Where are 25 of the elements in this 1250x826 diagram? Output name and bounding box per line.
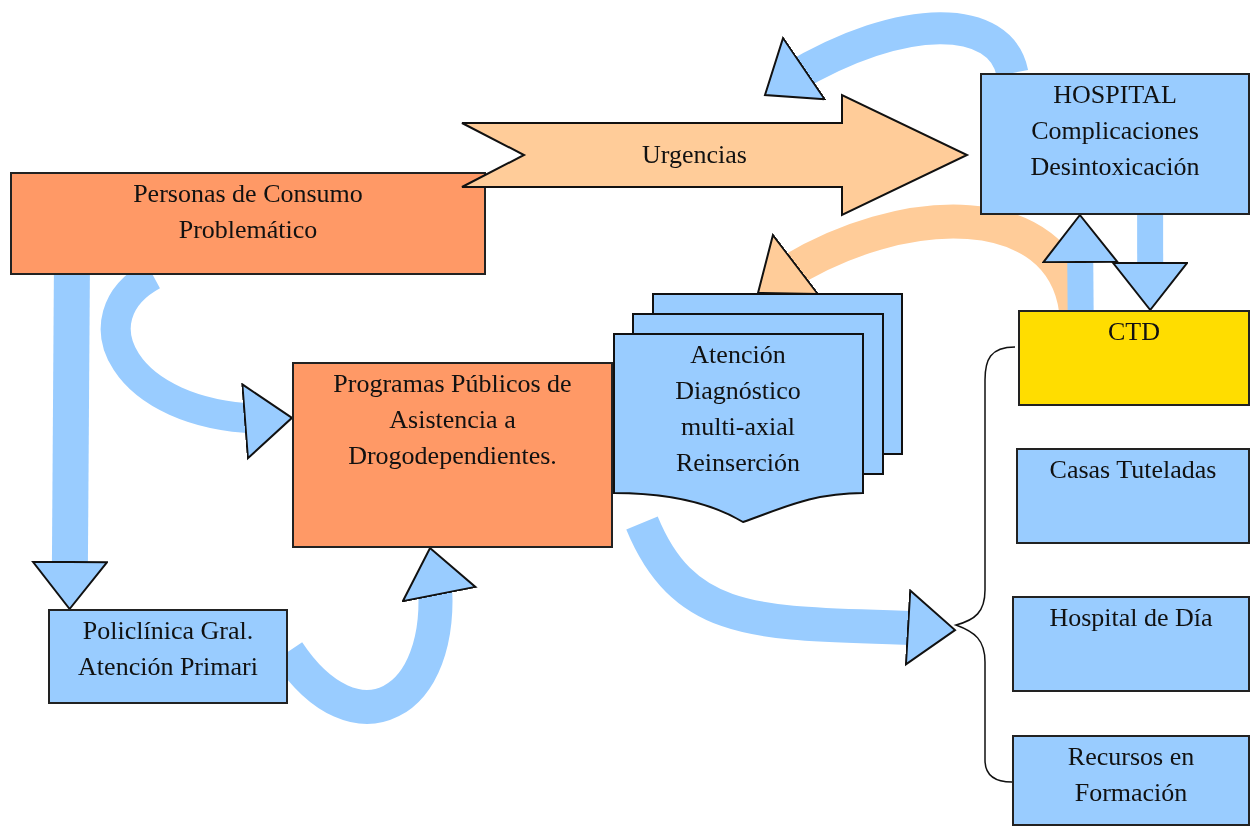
curly-brace: [955, 345, 1017, 785]
node-label: Programas Públicos de Asistencia a Drogodependientes.: [332, 368, 573, 472]
node-label: Casas Tuteladas: [1049, 454, 1217, 486]
node-label: Hospital de Día: [1049, 602, 1213, 634]
process-box: [48, 609, 288, 704]
node-label: HOSPITAL: [1052, 79, 1178, 111]
process-box: [1012, 596, 1250, 692]
node-label: Recursos en Formación: [1066, 741, 1196, 809]
document-stack: [613, 293, 903, 523]
node-label: Personas de Consumo Problemático: [132, 178, 364, 246]
node-label: Atención Diagnóstico multi-axial Reinserción: [674, 339, 802, 479]
process-box: [1018, 310, 1250, 406]
node-label: Complicaciones Desintoxicación: [1029, 114, 1201, 183]
arrow: [31, 274, 108, 610]
chevron-arrow-box: [462, 95, 967, 215]
arrow: [1112, 215, 1189, 311]
process-box: [1012, 735, 1250, 826]
node-label: CTD: [1108, 316, 1160, 348]
process-box: [10, 172, 486, 275]
process-box: [980, 73, 1250, 215]
node-label: Policlínica Gral. Atención Primari: [77, 615, 259, 683]
process-box: [292, 362, 613, 548]
process-box: [1016, 448, 1250, 544]
node-label: Urgencias: [642, 139, 747, 172]
arrow: [1042, 214, 1119, 311]
